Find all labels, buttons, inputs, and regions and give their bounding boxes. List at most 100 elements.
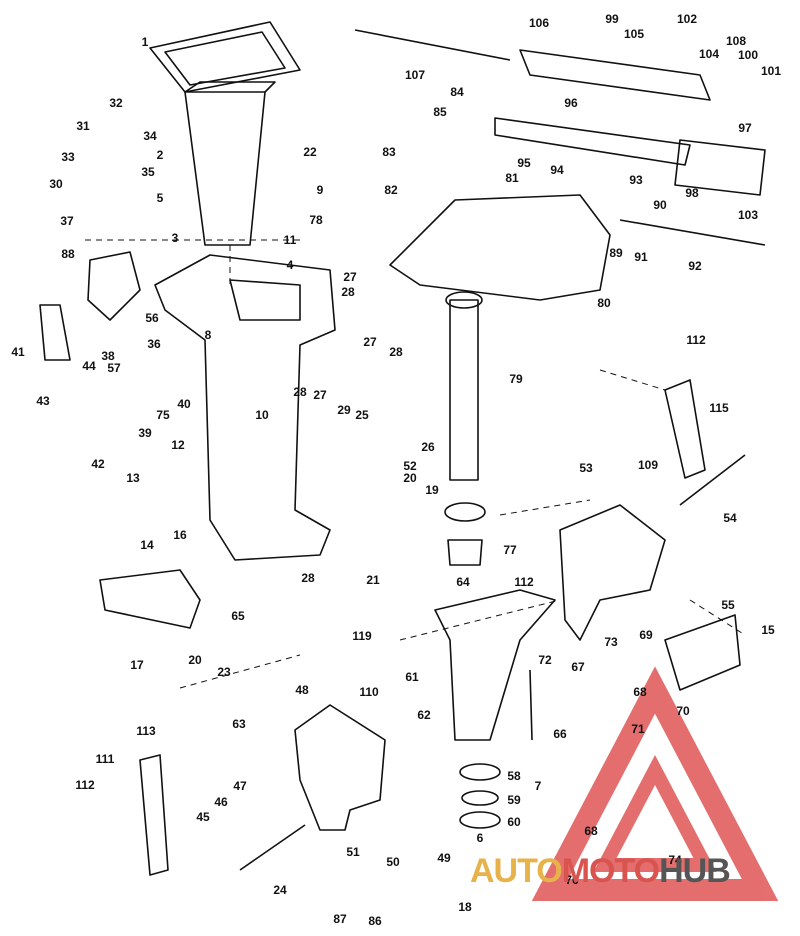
part-number-label: 112 (75, 778, 95, 792)
part-number-label: 7 (534, 779, 542, 793)
part-spring-7 (529, 669, 533, 741)
part-number-label: 81 (505, 171, 519, 185)
part-number-label: 110 (359, 685, 379, 699)
part-number-label: 91 (634, 250, 648, 264)
part-number-label: 65 (231, 609, 245, 623)
part-clamp-53 (559, 504, 666, 641)
part-number-label: 16 (173, 528, 187, 542)
part-number-label: 10 (255, 408, 269, 422)
part-number-label: 60 (507, 815, 521, 829)
part-number-label: 35 (141, 165, 155, 179)
part-number-label: 27 (313, 388, 327, 402)
part-number-label: 77 (503, 543, 517, 557)
part-number-label: 45 (196, 810, 210, 824)
part-swivel-bracket-80 (389, 194, 611, 301)
part-bracket-88 (87, 251, 141, 321)
part-plate-41 (39, 304, 71, 361)
part-number-label: 5 (156, 191, 164, 205)
part-number-label: 14 (140, 538, 154, 552)
watermark-part-auto: AUTO (470, 852, 563, 890)
part-number-label: 29 (337, 403, 351, 417)
part-number-label: 17 (130, 658, 144, 672)
part-number-label: 90 (653, 198, 667, 212)
part-number-label: 27 (363, 335, 377, 349)
part-plate-55 (664, 614, 741, 691)
part-number-label: 99 (605, 12, 619, 26)
part-handle-105 (519, 49, 711, 101)
part-number-label: 69 (639, 628, 653, 642)
part-exhaust-tube-5 (184, 91, 266, 246)
part-number-label: 15 (761, 623, 775, 637)
part-number-label: 39 (138, 426, 152, 440)
part-number-label: 84 (450, 85, 464, 99)
part-number-label: 79 (509, 372, 523, 386)
part-number-label: 95 (517, 156, 531, 170)
part-number-label: 89 (609, 246, 623, 260)
part-number-label: 18 (458, 900, 472, 914)
part-number-label: 30 (49, 177, 63, 191)
part-number-label: 2 (156, 148, 164, 162)
part-number-label: 64 (456, 575, 470, 589)
part-number-label: 62 (417, 708, 431, 722)
part-number-label: 34 (143, 129, 157, 143)
part-number-label: 20 (403, 471, 417, 485)
part-number-label: 50 (386, 855, 400, 869)
part-number-label: 61 (405, 670, 419, 684)
part-number-label: 58 (507, 769, 521, 783)
part-number-label: 88 (61, 247, 75, 261)
part-number-label: 98 (685, 186, 699, 200)
part-number-label: 51 (346, 845, 360, 859)
part-number-label: 97 (738, 121, 752, 135)
part-number-label: 38 (101, 349, 115, 363)
part-number-label: 96 (564, 96, 578, 110)
part-number-label: 57 (107, 361, 121, 375)
part-lower-cowl-17 (99, 569, 201, 629)
part-swivel-61 (434, 589, 556, 741)
watermark-part-hub: HUB (659, 852, 731, 890)
part-number-label: 49 (437, 851, 451, 865)
part-number-label: 9 (316, 183, 324, 197)
part-number-label: 68 (584, 824, 598, 838)
part-number-label: 28 (341, 285, 355, 299)
part-number-label: 19 (425, 483, 439, 497)
part-number-label: 56 (145, 311, 159, 325)
part-number-label: 71 (631, 722, 645, 736)
part-number-label: 82 (384, 183, 398, 197)
part-number-label: 63 (232, 717, 246, 731)
part-gasket-1 (149, 21, 301, 93)
part-rod-107 (354, 29, 511, 61)
part-number-label: 70 (676, 704, 690, 718)
part-number-label: 92 (688, 259, 702, 273)
part-number-label: 41 (11, 345, 25, 359)
part-number-label: 80 (597, 296, 611, 310)
part-number-label: 1 (141, 35, 149, 49)
part-number-label: 23 (217, 665, 231, 679)
part-number-label: 73 (604, 635, 618, 649)
part-number-label: 42 (91, 457, 105, 471)
part-tiller-94 (494, 117, 691, 166)
part-number-label: 26 (421, 440, 435, 454)
part-rod-92 (619, 219, 766, 246)
part-number-label: 66 (553, 727, 567, 741)
part-number-label: 52 (403, 459, 417, 473)
watermark-logo (531, 666, 779, 901)
part-number-label: 119 (352, 629, 372, 643)
part-number-label: 8 (204, 328, 212, 342)
part-number-label: 46 (214, 795, 228, 809)
part-grip-97 (674, 139, 766, 196)
part-number-label: 107 (404, 68, 426, 82)
part-number-label: 105 (623, 27, 645, 41)
part-number-label: 115 (709, 401, 729, 415)
part-number-label: 6 (476, 831, 484, 845)
part-number-label: 103 (737, 208, 759, 222)
part-number-label: 75 (156, 408, 170, 422)
part-number-label: 109 (637, 458, 659, 472)
watermark-part-moto: MOTO (561, 852, 660, 890)
part-number-label: 76 (565, 873, 579, 887)
part-number-label: 72 (538, 653, 552, 667)
part-number-label: 3 (171, 231, 179, 245)
part-number-label: 54 (723, 511, 737, 525)
part-number-label: 74 (668, 853, 682, 867)
part-number-label: 111 (95, 752, 115, 766)
